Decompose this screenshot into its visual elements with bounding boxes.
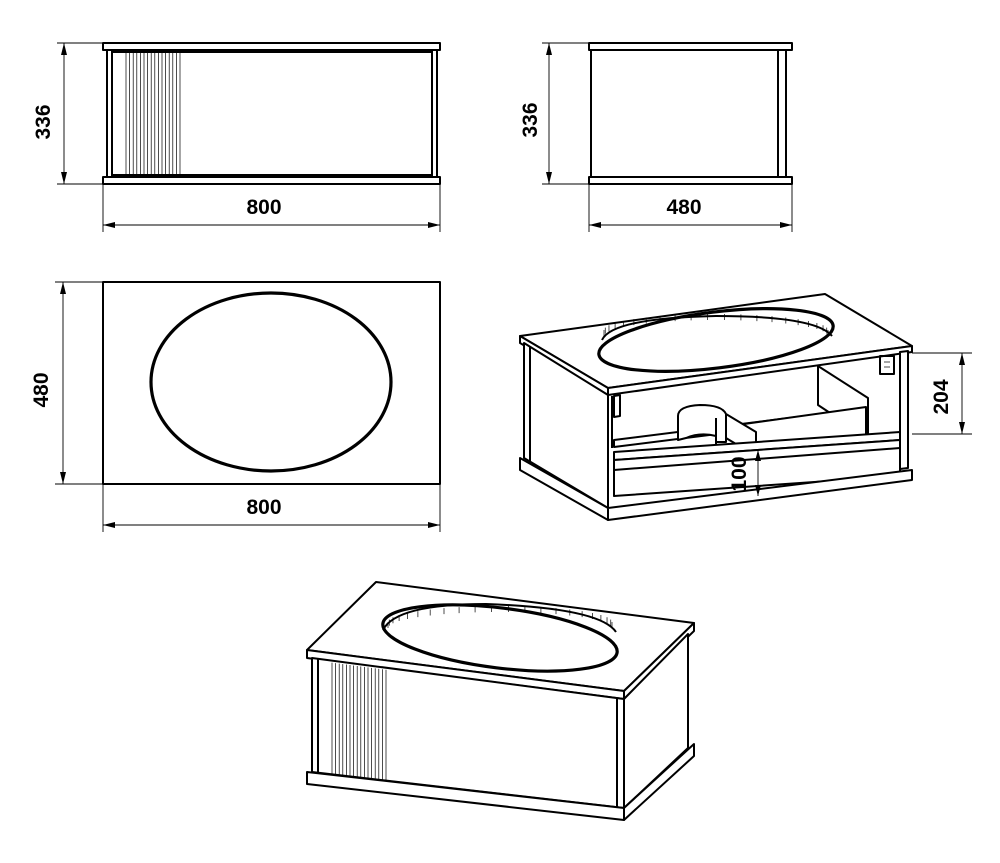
iso-closed-right-face — [623, 633, 689, 809]
side-bottom-board — [588, 176, 793, 185]
iso-open-basin — [597, 307, 835, 373]
top-width-dimension: 800 — [102, 484, 441, 532]
iso-drawer-height-label: 204 — [930, 379, 953, 414]
side-view: 336 480 — [519, 42, 793, 232]
front-bottom-board — [102, 176, 441, 185]
front-height-dimension: 336 — [32, 42, 103, 185]
front-top-board — [102, 42, 441, 51]
side-height-label: 336 — [519, 102, 542, 137]
side-top-board — [588, 42, 793, 51]
iso-open-right-edge — [899, 350, 909, 470]
iso-open-hinge — [879, 355, 895, 375]
iso-open-basin-rim — [601, 315, 833, 341]
iso-open-bottom-plinth — [607, 469, 913, 521]
iso-closed-front-slats — [331, 662, 387, 781]
side-panel — [590, 49, 785, 178]
front-right-panel — [431, 49, 438, 178]
iso-inner-height-dimension: 100 — [728, 450, 761, 496]
front-slats — [125, 53, 181, 174]
iso-closed-bottom-right — [623, 743, 695, 821]
top-view: 480 800 — [30, 281, 441, 532]
iso-drawer-height-dimension: 204 — [912, 352, 972, 435]
front-view: 336 800 — [32, 42, 441, 232]
iso-closed-basin — [381, 603, 619, 673]
iso-open-basin-ribs — [603, 314, 829, 336]
top-countertop — [102, 281, 441, 485]
front-width-dimension: 800 — [102, 184, 441, 232]
top-depth-label: 480 — [30, 372, 53, 407]
side-height-dimension: 336 — [519, 42, 589, 185]
iso-closed-basin-ribs — [387, 606, 613, 628]
side-width-dimension: 480 — [588, 184, 793, 232]
front-width-label: 800 — [246, 196, 281, 219]
iso-open-inner-clip — [613, 394, 621, 418]
front-height-label: 336 — [32, 104, 55, 139]
side-width-label: 480 — [666, 196, 701, 219]
top-basin-outline — [149, 291, 393, 473]
closed-isometric — [306, 581, 695, 821]
top-width-label: 800 — [246, 496, 281, 519]
top-depth-dimension: 480 — [30, 281, 103, 485]
open-drawer-isometric: 204 100 — [519, 293, 972, 521]
front-left-panel — [106, 49, 113, 178]
side-front-edge — [777, 49, 787, 178]
iso-inner-height-label: 100 — [728, 456, 751, 491]
